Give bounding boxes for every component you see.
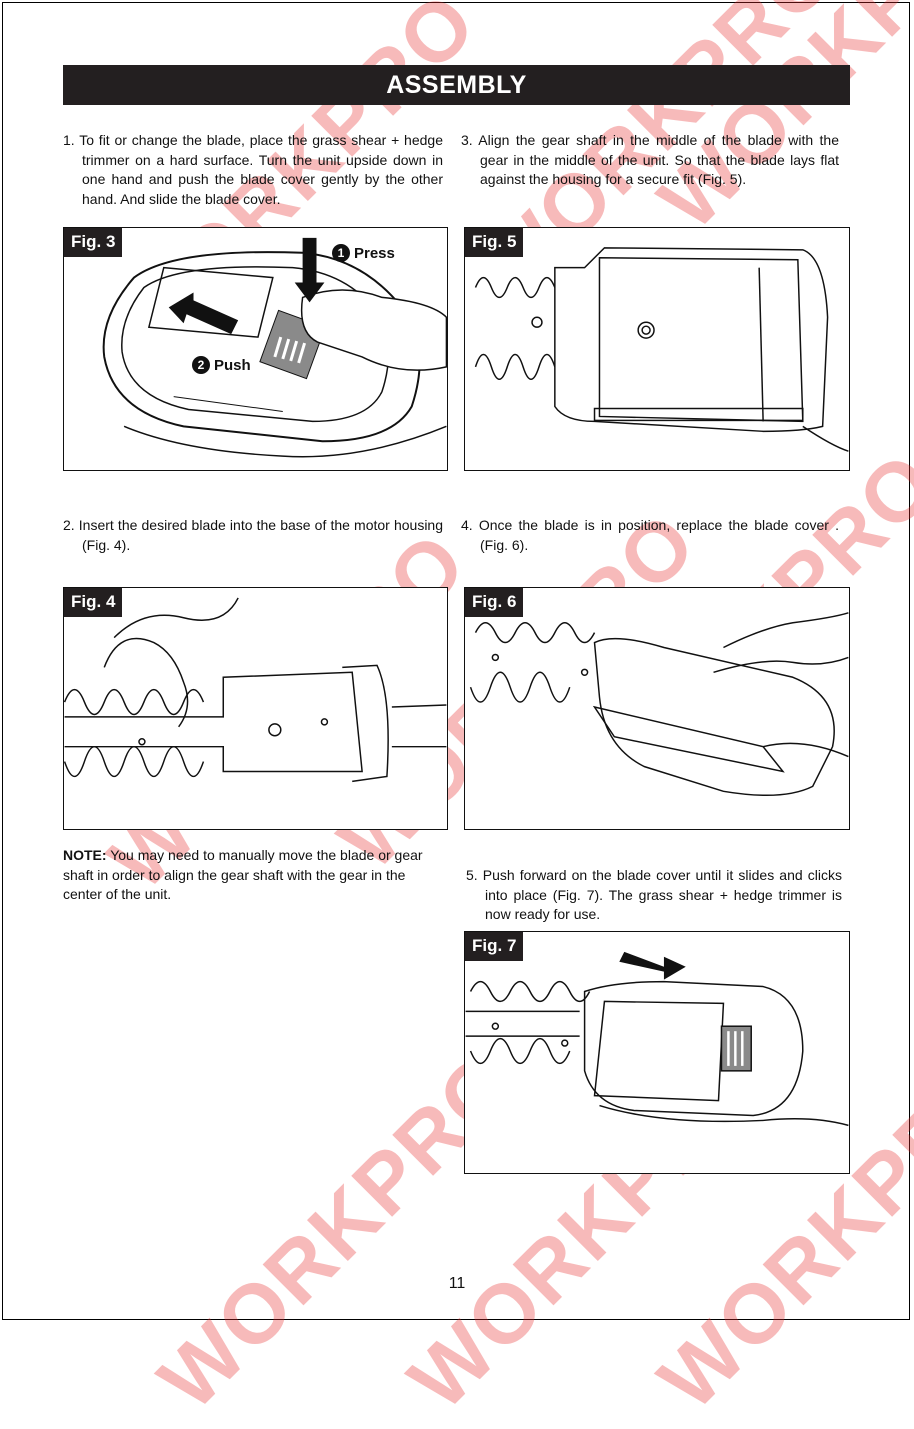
figure-7: Fig. 7: [464, 931, 850, 1174]
page-border: [2, 2, 910, 1320]
page-title: ASSEMBLY: [63, 65, 850, 105]
figure-label: Fig. 6: [465, 588, 524, 617]
figure-3: Fig. 3 1 Press 2 Push: [63, 227, 448, 471]
figure-label: Fig. 7: [465, 932, 524, 961]
figure-label: Fig. 3: [64, 228, 123, 257]
step-number-badge: 1: [332, 244, 350, 262]
note-text: NOTE: You may need to manually move the …: [63, 846, 443, 905]
arrow-right-icon: [619, 951, 686, 980]
blade-alignment-illustration: [474, 247, 849, 452]
step-2-text: 2. Insert the desired blade into the bas…: [63, 517, 443, 553]
step-4-text: 4. Once the blade is in position, replac…: [461, 517, 839, 553]
trimmer-top-illustration: [102, 237, 447, 458]
arrow-down-icon: [294, 237, 325, 303]
figure-6: Fig. 6: [464, 587, 850, 830]
callout-push: 2 Push: [192, 356, 251, 374]
cover-locked-illustration: [465, 951, 849, 1127]
callout-text: Press: [354, 244, 395, 262]
callout-text: Push: [214, 356, 251, 374]
blade-insert-illustration: [64, 597, 447, 783]
page-number: 11: [448, 1275, 466, 1292]
step-1-text: 1. To fit or change the blade, place the…: [63, 132, 443, 207]
figure-5: Fig. 5: [464, 227, 850, 471]
step-5-text: 5. Push forward on the blade cover until…: [466, 867, 842, 922]
arrow-left-icon: [168, 292, 239, 335]
step-3-text: 3. Align the gear shaft in the middle of…: [461, 132, 839, 187]
step-number-badge: 2: [192, 356, 210, 374]
note-body: You may need to manually move the blade …: [63, 847, 423, 902]
note-label: NOTE:: [63, 847, 107, 863]
figure-label: Fig. 5: [465, 228, 524, 257]
figure-4: Fig. 4: [63, 587, 448, 830]
blade-cover-replace-illustration: [469, 612, 849, 797]
figure-label: Fig. 4: [64, 588, 123, 617]
callout-press: 1 Press: [332, 244, 395, 262]
